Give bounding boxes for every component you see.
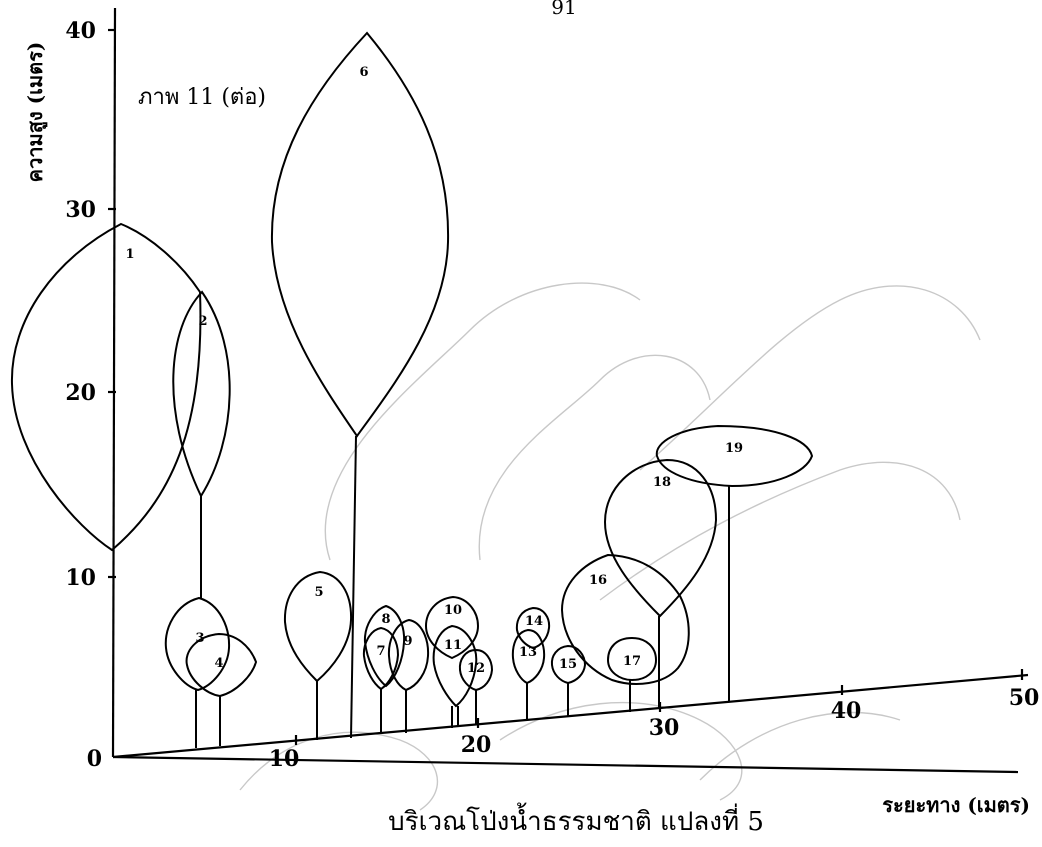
tree-8: 8 bbox=[363, 604, 406, 688]
page-number: 91 bbox=[551, 0, 576, 19]
trees: 1 2 3 4 5 6 7 bbox=[10, 31, 814, 748]
y-tick-label: 20 bbox=[65, 380, 96, 406]
tree-2: 2 bbox=[172, 290, 231, 598]
y-tick-label: 0 bbox=[87, 746, 102, 772]
tree-number-label: 11 bbox=[444, 638, 462, 653]
tree-12: 12 bbox=[458, 648, 494, 725]
x-tick-label: 20 bbox=[461, 732, 492, 758]
tree-6: 6 bbox=[270, 31, 450, 739]
tree-17: 17 bbox=[606, 636, 658, 712]
tree-number-label: 4 bbox=[214, 656, 223, 671]
tree-number-label: 16 bbox=[589, 573, 607, 588]
tree-14: 14 bbox=[515, 606, 551, 650]
tree-19: 19 bbox=[655, 424, 814, 701]
tree-1: 1 bbox=[10, 222, 202, 552]
tree-number-label: 8 bbox=[381, 612, 390, 627]
y-tick-label: 10 bbox=[65, 565, 96, 591]
tree-number-label: 10 bbox=[444, 603, 462, 618]
tree-number-label: 15 bbox=[559, 657, 577, 672]
tree-number-label: 7 bbox=[376, 644, 385, 659]
tree-number-label: 18 bbox=[653, 475, 671, 490]
tree-15: 15 bbox=[550, 644, 587, 716]
tree-18: 18 bbox=[603, 458, 718, 708]
tree-number-label: 5 bbox=[314, 585, 323, 600]
x-tick-label: 50 bbox=[1009, 685, 1040, 711]
tree-number-label: 12 bbox=[467, 661, 485, 676]
ground-line bbox=[112, 755, 1019, 774]
tree-number-label: 2 bbox=[198, 314, 207, 329]
tree-13: 13 bbox=[511, 628, 546, 720]
x-tick-label: 30 bbox=[649, 715, 680, 741]
distance-axis-line bbox=[112, 673, 1029, 759]
tree-number-label: 3 bbox=[195, 631, 204, 646]
tree-number-label: 9 bbox=[403, 634, 412, 649]
y-tick-label: 30 bbox=[65, 197, 96, 223]
tree-9: 9 bbox=[387, 618, 430, 733]
watermark bbox=[239, 282, 981, 811]
y-axis-title: ความสูง (เมตร) bbox=[23, 42, 49, 183]
y-axis-line bbox=[111, 7, 117, 758]
figure-label: ภาพ 11 (ต่อ) bbox=[138, 85, 266, 110]
x-tick-label: 10 bbox=[269, 746, 300, 772]
y-tick-label: 40 bbox=[65, 18, 96, 44]
tree-number-label: 17 bbox=[623, 654, 641, 669]
tree-number-label: 6 bbox=[359, 65, 368, 80]
tree-4: 4 bbox=[185, 632, 258, 746]
axes bbox=[108, 7, 1029, 774]
tree-11: 11 bbox=[432, 624, 478, 728]
x-tick-label: 40 bbox=[831, 698, 862, 724]
tree-16: 16 bbox=[560, 553, 690, 685]
tree-5: 5 bbox=[283, 570, 353, 740]
figure-caption: บริเวณโป่งน้ำธรรมชาติ แปลงที่ 5 bbox=[388, 802, 764, 837]
tree-number-label: 14 bbox=[525, 614, 543, 629]
tree-number-label: 19 bbox=[725, 441, 743, 456]
tree-10: 10 bbox=[424, 595, 480, 660]
x-axis-title: ระยะทาง (เมตร) bbox=[882, 793, 1030, 817]
tree-3: 3 bbox=[164, 596, 231, 748]
tree-number-label: 1 bbox=[125, 247, 134, 262]
